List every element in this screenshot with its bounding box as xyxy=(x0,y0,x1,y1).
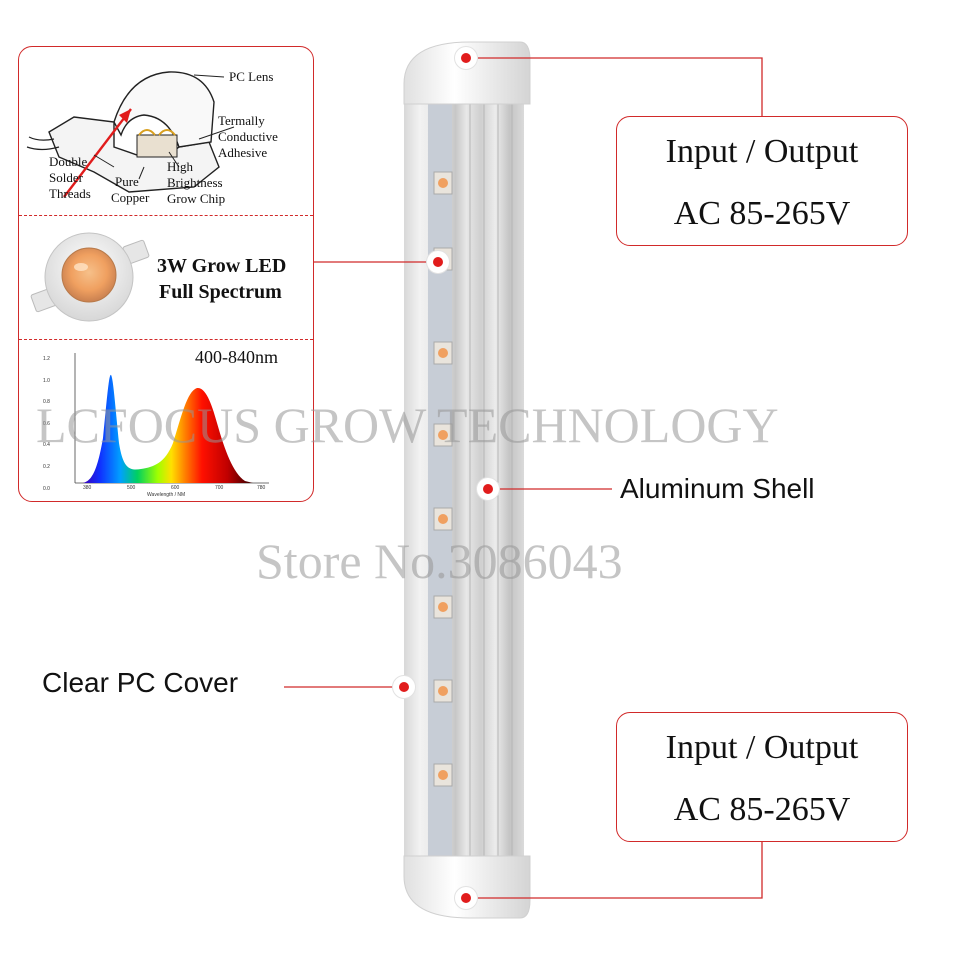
callout-bottom-voltage: AC 85-265V xyxy=(673,791,851,828)
clear-pc-cover-label: Clear PC Cover xyxy=(42,667,239,698)
copper-label-1: Pure xyxy=(115,174,139,189)
spectrum-x-label: Wavelength / NM xyxy=(147,492,186,498)
y-tick: 1.0 xyxy=(43,377,50,384)
solder-label-2: Solder xyxy=(49,170,83,185)
spectrum-y-ticks: 1.2 1.0 0.8 0.6 0.4 0.2 0.0 xyxy=(43,349,50,500)
thermal-label-2: Conductive xyxy=(218,129,278,144)
y-tick: 0.6 xyxy=(43,420,50,427)
callout-top-voltage: AC 85-265V xyxy=(673,195,851,232)
led-construction-diagram xyxy=(26,71,235,198)
y-tick: 0.4 xyxy=(43,442,50,449)
chip-label-3: Grow Chip xyxy=(167,191,226,206)
y-tick: 0.2 xyxy=(43,463,50,470)
x-tick: 380 xyxy=(83,485,92,491)
chip-label-2: Brightness xyxy=(167,175,223,190)
marker-aluminum-shell xyxy=(476,477,500,501)
callout-bottom-title: Input / Output xyxy=(665,729,859,766)
thermal-label-3: Adhesive xyxy=(218,145,268,160)
x-tick: 500 xyxy=(127,485,136,491)
callout-lines xyxy=(284,57,763,899)
x-tick: 600 xyxy=(171,485,180,491)
panel-divider-1 xyxy=(19,215,313,216)
info-panel: PC Lens Termally Conductive Adhesive Dou… xyxy=(18,46,314,502)
watermark-store: Store No.3086043 xyxy=(256,533,623,589)
led-pcb-strip xyxy=(428,90,452,870)
callout-bottom-input-output: Input / Output AC 85-265V xyxy=(616,712,908,842)
callout-top-title: Input / Output xyxy=(665,133,859,170)
marker-top-cap xyxy=(454,46,478,70)
panel-divider-2 xyxy=(19,339,313,340)
spectrum-chart xyxy=(74,353,269,484)
spectrum-range-label: 400-840nm xyxy=(195,347,278,367)
led-subtitle: Full Spectrum xyxy=(159,281,282,303)
led-title: 3W Grow LED xyxy=(157,255,287,277)
thermal-label-1: Termally xyxy=(218,113,265,128)
led-chip-image xyxy=(30,232,150,322)
watermark-brand: LCFOCUS GROW TECHNOLOGY xyxy=(36,397,779,453)
chip-label-1: High xyxy=(167,159,193,174)
solder-label-1: Double xyxy=(49,154,88,169)
x-tick: 700 xyxy=(215,485,224,491)
y-tick: 0.0 xyxy=(43,485,50,492)
aluminum-shell-label: Aluminum Shell xyxy=(620,473,815,504)
y-tick: 0.8 xyxy=(43,399,50,406)
solder-label-3: Threads xyxy=(49,186,91,201)
pc-lens-label: PC Lens xyxy=(229,69,274,84)
callout-top-input-output: Input / Output AC 85-265V xyxy=(616,116,908,246)
marker-clear-cover xyxy=(392,675,416,699)
marker-bottom-cap xyxy=(454,886,478,910)
copper-label-2: Copper xyxy=(111,190,150,205)
y-tick: 1.2 xyxy=(43,356,50,362)
x-tick: 780 xyxy=(257,485,266,491)
marker-led xyxy=(426,250,450,274)
